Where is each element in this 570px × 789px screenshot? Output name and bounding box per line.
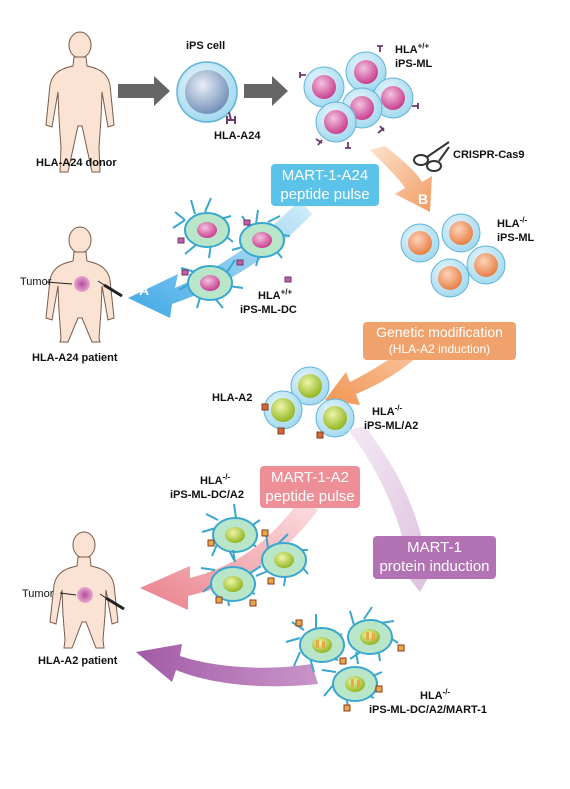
tumor-top-pointer [45, 281, 73, 285]
tumor-top-icon [74, 276, 90, 292]
mart1-a2-box: MART-1-A2 peptide pulse [265, 469, 355, 505]
tumor-bottom-label: Tumor [22, 588, 54, 600]
hla-knockout-ml-cluster-icon [400, 213, 506, 298]
a2-ml-label: iPS-ML/A2 [364, 420, 419, 432]
dc-a2-peptide-marks [207, 529, 275, 607]
hla-ko-label: HLA-/- [497, 215, 528, 230]
a2-hla-label: HLA-/- [372, 403, 403, 418]
hla-a24-ips-label: HLA-A24 [214, 130, 261, 142]
mart1-protein-box-bg [373, 536, 496, 579]
syringe-bottom-icon [99, 593, 125, 611]
arrow-1-label: 1 [147, 569, 154, 581]
dc-a2-cluster-icon [200, 503, 309, 607]
a2-cells-icon [261, 366, 355, 439]
mart1-a2-box-bg [260, 466, 360, 508]
arrow-2 [136, 644, 318, 687]
hla-ko-ml-label: iPS-ML [497, 232, 535, 244]
genmod-arrow [325, 346, 418, 405]
mart1-protein-box: MART-1 protein induction [379, 539, 490, 575]
mart1-a24-box: MART-1-A24 peptide pulse [280, 167, 370, 203]
ips-ml-label: iPS-ML [395, 58, 433, 70]
arrow-a [128, 200, 312, 318]
ips-cell-label: iPS cell [186, 40, 226, 52]
dca2-hla-label: HLA-/- [200, 472, 231, 487]
dca2-ml-label: iPS-ML-DC/A2 [170, 489, 244, 501]
syringe-top-icon [97, 280, 123, 298]
crispr-label: CRISPR-Cas9 [453, 149, 525, 161]
final-hla-label: HLA-/- [420, 687, 451, 702]
dc-cluster-top-icon [172, 197, 291, 309]
arrow-b-label: B [418, 191, 429, 207]
arrow-a-label: A [139, 282, 150, 298]
tumor-bottom-pointer [59, 592, 77, 596]
donor-label: HLA-A24 donor [36, 157, 117, 169]
hla-pp-ml-label: HLA+/+ [395, 41, 430, 56]
arrow-1 [140, 500, 318, 610]
final-ml-label: iPS-ML-DC/A2/MART-1 [369, 704, 487, 716]
dc-final-peptide-marks [295, 619, 405, 712]
ips-cell-icon [176, 61, 238, 124]
mart1-a24-box-bg [271, 164, 379, 206]
patient-a24-label: HLA-A24 patient [32, 352, 118, 364]
dc-peptide-marks-top [177, 219, 292, 283]
donor-body-icon [45, 31, 115, 173]
hla-a2-label: HLA-A2 [212, 392, 253, 404]
tumor-bottom-icon [77, 587, 93, 603]
gray-arrow-ips-to-ml [244, 76, 288, 106]
dc-final-cluster-icon [285, 606, 399, 709]
arrow-b [370, 146, 432, 212]
ips-ml-cluster-icon [299, 45, 419, 149]
tumor-top-label: Tumor [20, 276, 52, 288]
dc-pp-name-label: iPS-ML-DC [240, 304, 297, 316]
scissors-icon [413, 141, 450, 172]
patient-a2-label: HLA-A2 patient [38, 655, 118, 667]
gray-arrow-donor-to-ips [118, 76, 170, 106]
genmod-box: Genetic modification (HLA-A2 induction) [376, 324, 503, 356]
a24-patient-body-icon [45, 226, 115, 343]
dc-pp-label: HLA+/+ [258, 287, 293, 302]
genmod-box-bg [363, 322, 516, 360]
arrow-2-label: 2 [146, 640, 153, 652]
